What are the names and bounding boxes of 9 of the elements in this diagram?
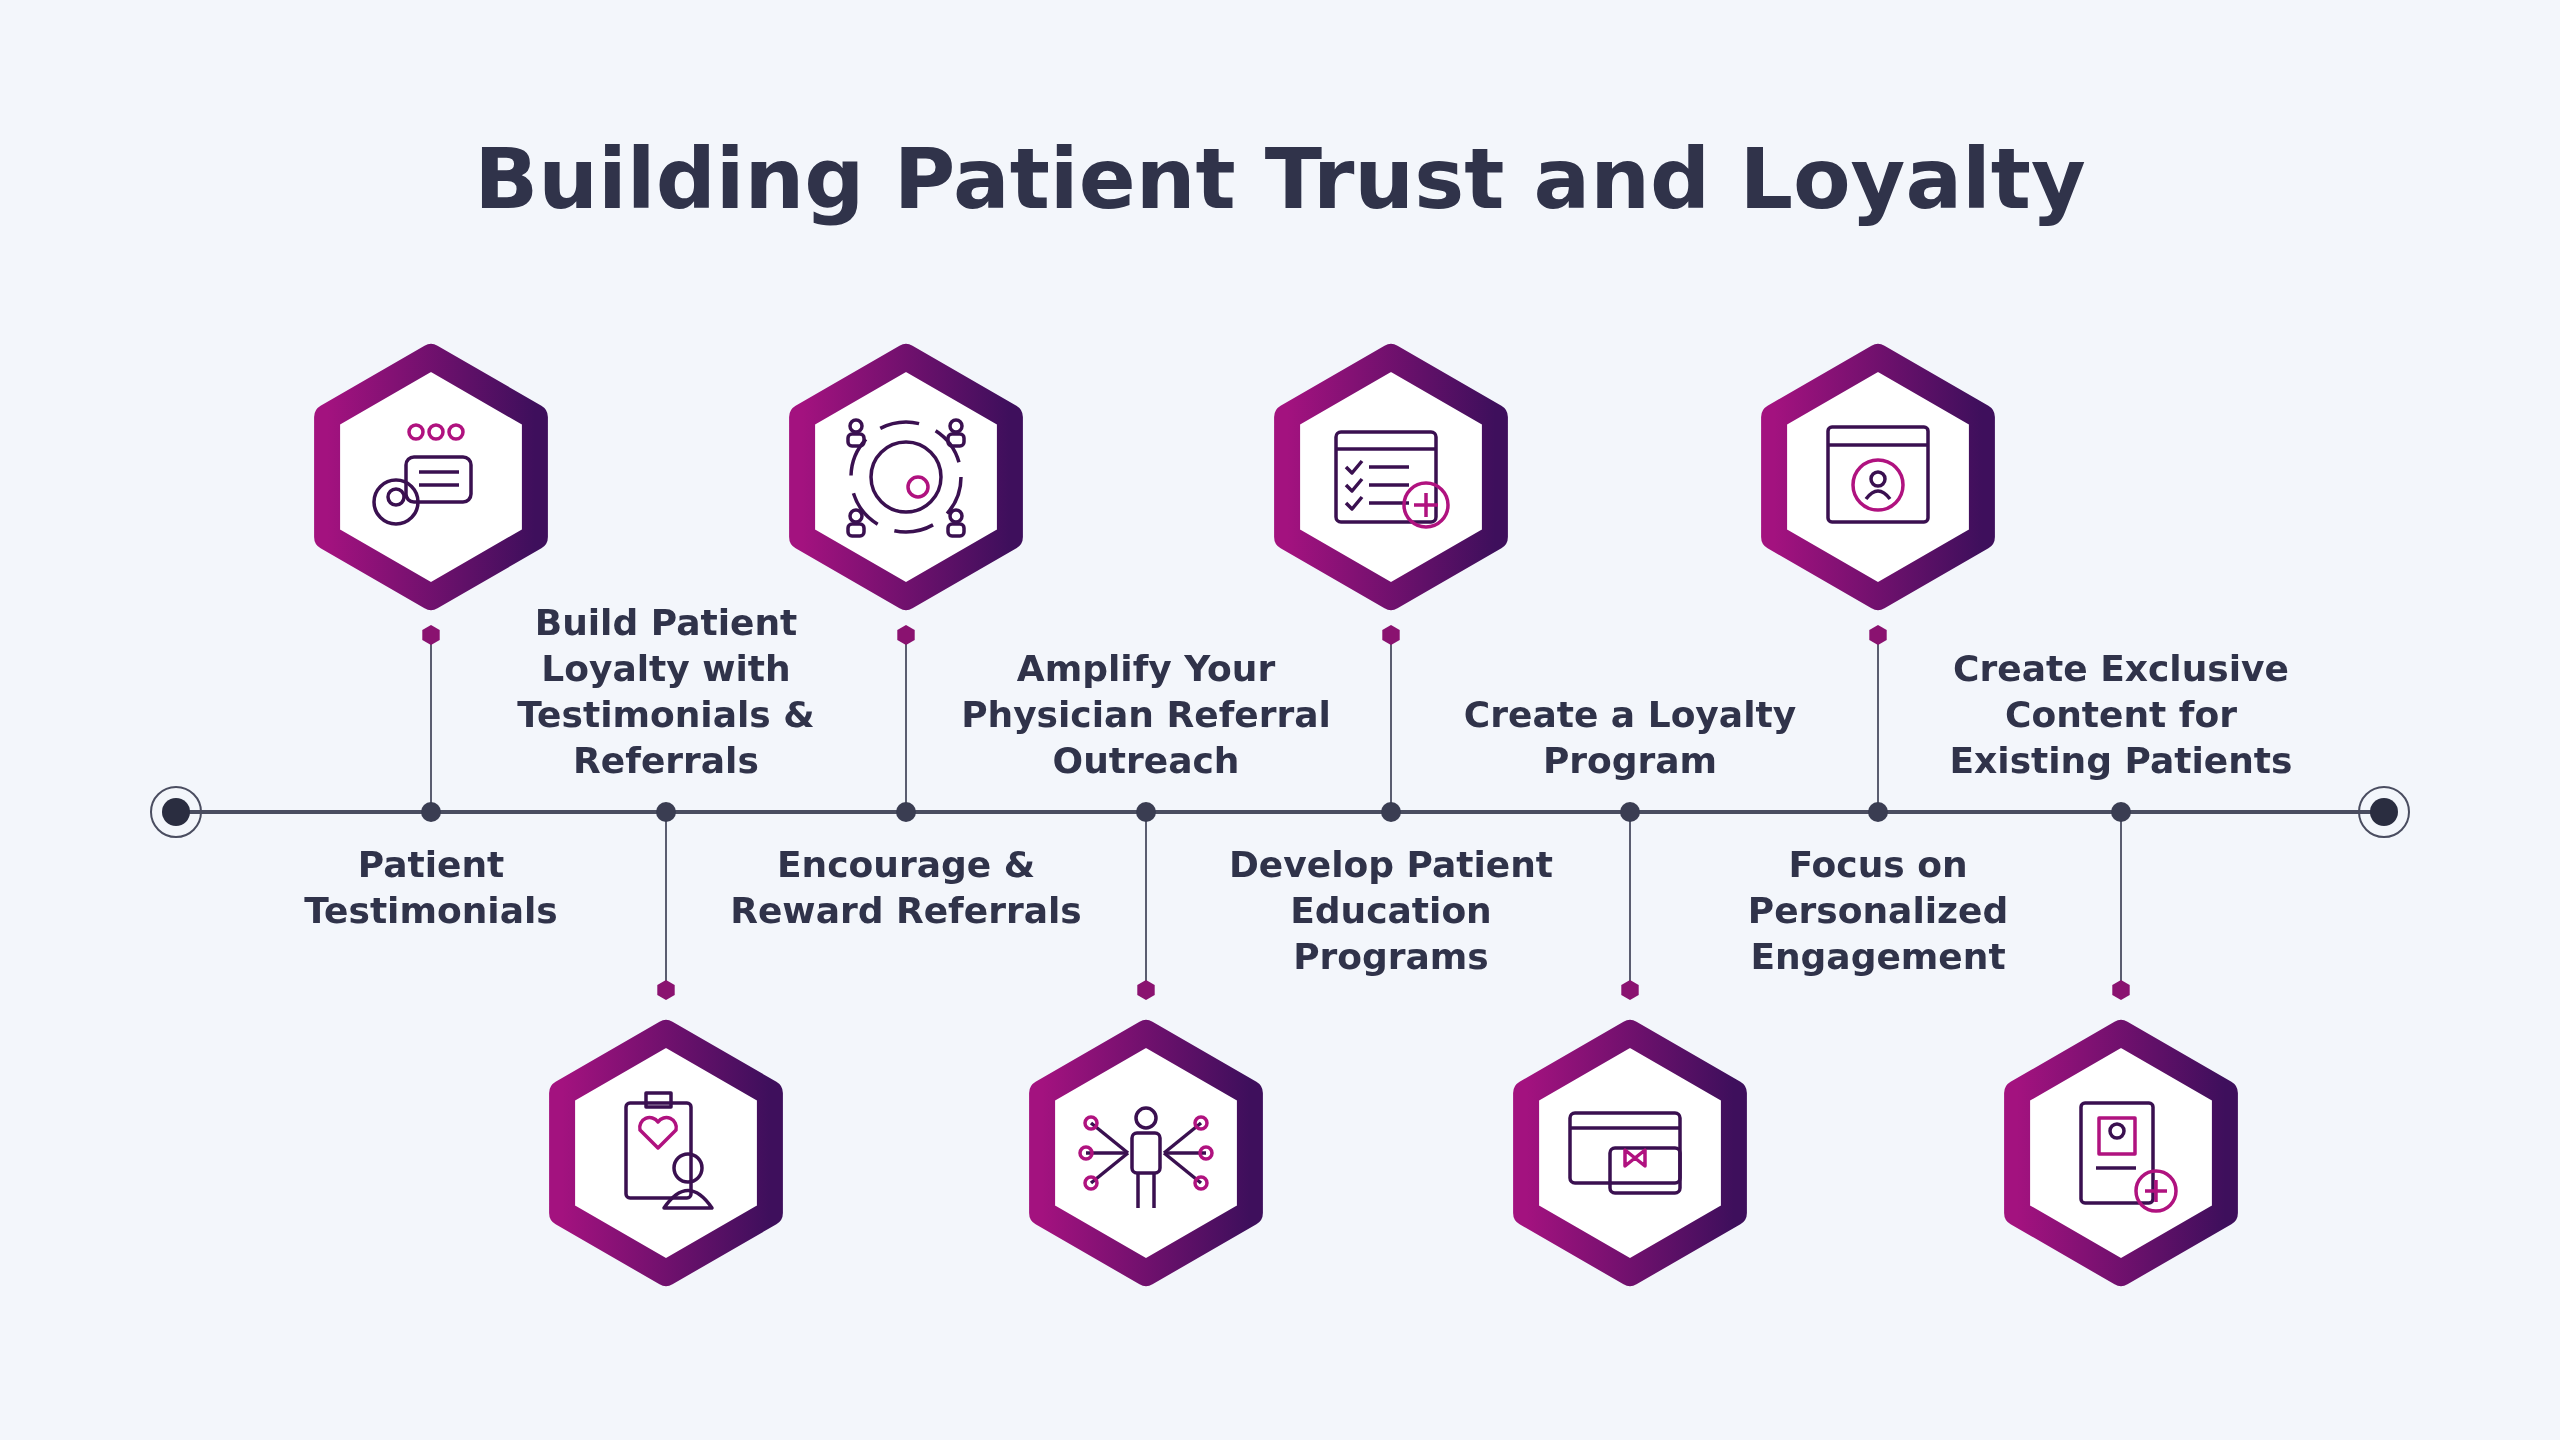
step-label: Create Exclusive Content for Existing Patients (1948, 647, 2294, 783)
step-label: Develop Patient Education Programs (1227, 843, 1555, 979)
title: Building Patient Trust and Loyalty (473, 130, 2087, 228)
step-label: Patient Testimonials (303, 843, 559, 933)
step-label: Encourage & Reward Referrals (729, 843, 1083, 933)
step-label: Build Patient Loyalty with Testimonials & Referrals (516, 601, 816, 783)
step-label: Create a Loyalty Program (1462, 693, 1798, 783)
step-label: Focus on Personalized Engagement (1746, 843, 2010, 979)
step-label: Amplify Your Physician Referral Outreach (960, 647, 1332, 783)
